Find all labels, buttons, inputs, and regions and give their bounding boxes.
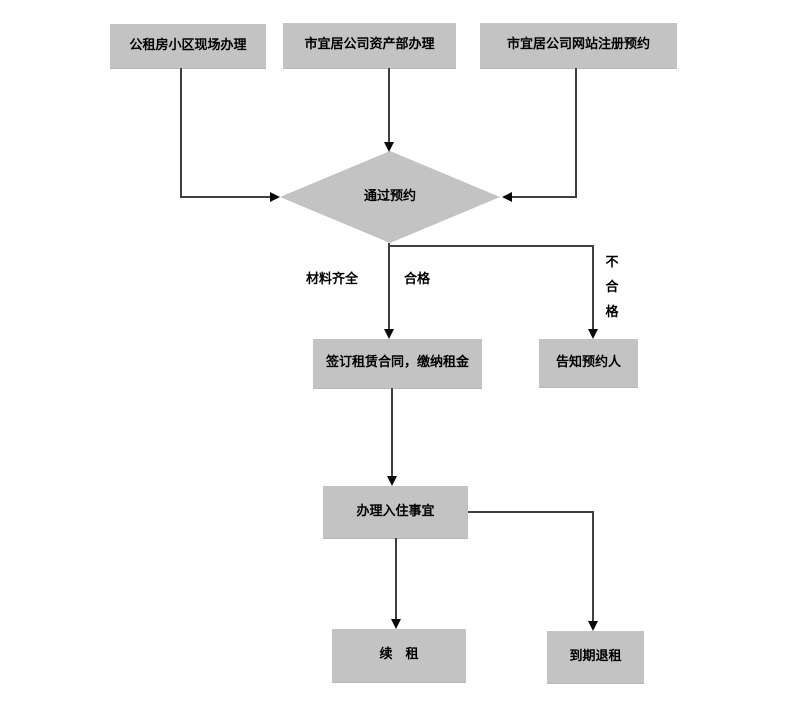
edge-label-materials-complete: 材料齐全 [306,272,359,287]
node-website: 市宜居公司网站注册预约 [480,23,677,68]
node-notify: 告知预约人 [539,339,638,387]
arrowhead-into-terminate [588,621,598,631]
node-asset-dept: 市宜居公司资产部办理 [283,23,456,68]
arrowhead-into-checkin [387,476,397,486]
arrowhead-into-renew [391,619,401,629]
arrowhead-into-decision-left [270,192,280,202]
arrowhead-into-decision-right [502,192,512,202]
arrowhead-into-notify [588,329,598,339]
edge-decision-to-notify [389,245,594,330]
arrowhead-into-sign-contract [384,329,394,339]
node-renew: 续 租 [332,629,466,682]
node-decision-diamond: 通过预约 [280,151,500,243]
node-sign-contract: 签订租赁合同，缴纳租金 [313,339,482,388]
node-terminate: 到期退租 [547,631,644,683]
edge-label-qualified: 合格 [404,272,431,287]
edge-label-not-qualified: 不合格 [605,255,619,320]
node-checkin: 办理入住事宜 [323,486,468,538]
edge-onsite-to-decision [180,68,270,198]
node-onsite: 公租房小区现场办理 [110,24,266,68]
edge-website-to-decision [512,68,577,198]
arrowhead-into-decision-top [384,142,394,152]
edge-checkin-to-terminate [468,511,594,622]
